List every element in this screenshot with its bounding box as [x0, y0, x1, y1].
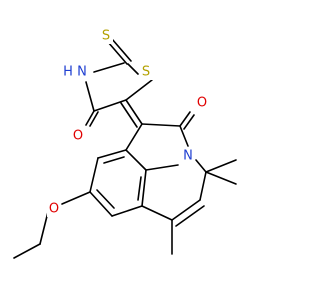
- bond: [199, 171, 207, 201]
- bond: [179, 125, 189, 147]
- bond: [97, 149, 127, 159]
- bond: [141, 205, 173, 221]
- bond: [111, 205, 143, 217]
- atom-symbol: O: [49, 202, 59, 217]
- bond: [61, 191, 91, 205]
- bond: [13, 243, 41, 259]
- bond: [107, 41, 128, 65]
- atom-symbol: N: [183, 149, 193, 164]
- atom-n-ring: N H: [61, 64, 89, 80]
- bond: [96, 189, 115, 209]
- bond: [39, 211, 49, 245]
- atom-o-lactam: O: [195, 95, 209, 111]
- bond: [171, 199, 201, 221]
- bond: [125, 123, 143, 151]
- bond: [179, 111, 191, 127]
- atom-o-ether: O: [47, 201, 61, 217]
- atom-layer: S N H S O O N O: [47, 28, 209, 217]
- bond: [89, 191, 113, 217]
- bond: [103, 156, 125, 164]
- atom-label-background: [195, 95, 209, 111]
- bond: [125, 99, 143, 125]
- bond: [175, 205, 205, 227]
- atom-symbol: S: [142, 65, 150, 80]
- molecule-structure: S N H S O O N O: [13, 28, 237, 259]
- bond: [93, 62, 125, 73]
- atom-label-background: [61, 64, 75, 80]
- atom-symbol: O: [73, 129, 83, 144]
- atom-label-background: [99, 28, 113, 44]
- bond: [85, 110, 95, 126]
- bond: [127, 63, 139, 75]
- atom-label-background: [139, 64, 153, 80]
- atom-label-background: [75, 64, 89, 80]
- bond: [125, 79, 153, 101]
- bond: [205, 171, 237, 185]
- atom-symbol: O: [197, 96, 207, 111]
- bond: [137, 176, 142, 201]
- bond-layer: [13, 38, 237, 259]
- atom-s-thione: S: [99, 28, 113, 44]
- bond: [141, 123, 181, 127]
- bond: [85, 81, 95, 112]
- atom-o-thiaz: O: [71, 128, 85, 144]
- atom-symbol: S: [102, 29, 110, 44]
- atom-label-background: [181, 148, 195, 164]
- bond: [183, 114, 195, 130]
- atom-hydrogen: H: [63, 65, 73, 80]
- bond: [125, 149, 147, 171]
- bond: [205, 159, 237, 173]
- atom-label-background: [47, 201, 61, 217]
- bond: [111, 38, 132, 62]
- bond: [93, 99, 127, 112]
- bond: [120, 102, 138, 128]
- atom-symbol: N: [77, 65, 87, 80]
- bond: [145, 164, 179, 171]
- atom-n-lactam: N: [181, 148, 195, 164]
- bond: [141, 169, 147, 207]
- atom-s-ring: S: [139, 64, 153, 80]
- atom-label-background: [71, 128, 85, 144]
- bond: [89, 157, 99, 193]
- bond: [195, 159, 207, 173]
- bond: [89, 111, 99, 127]
